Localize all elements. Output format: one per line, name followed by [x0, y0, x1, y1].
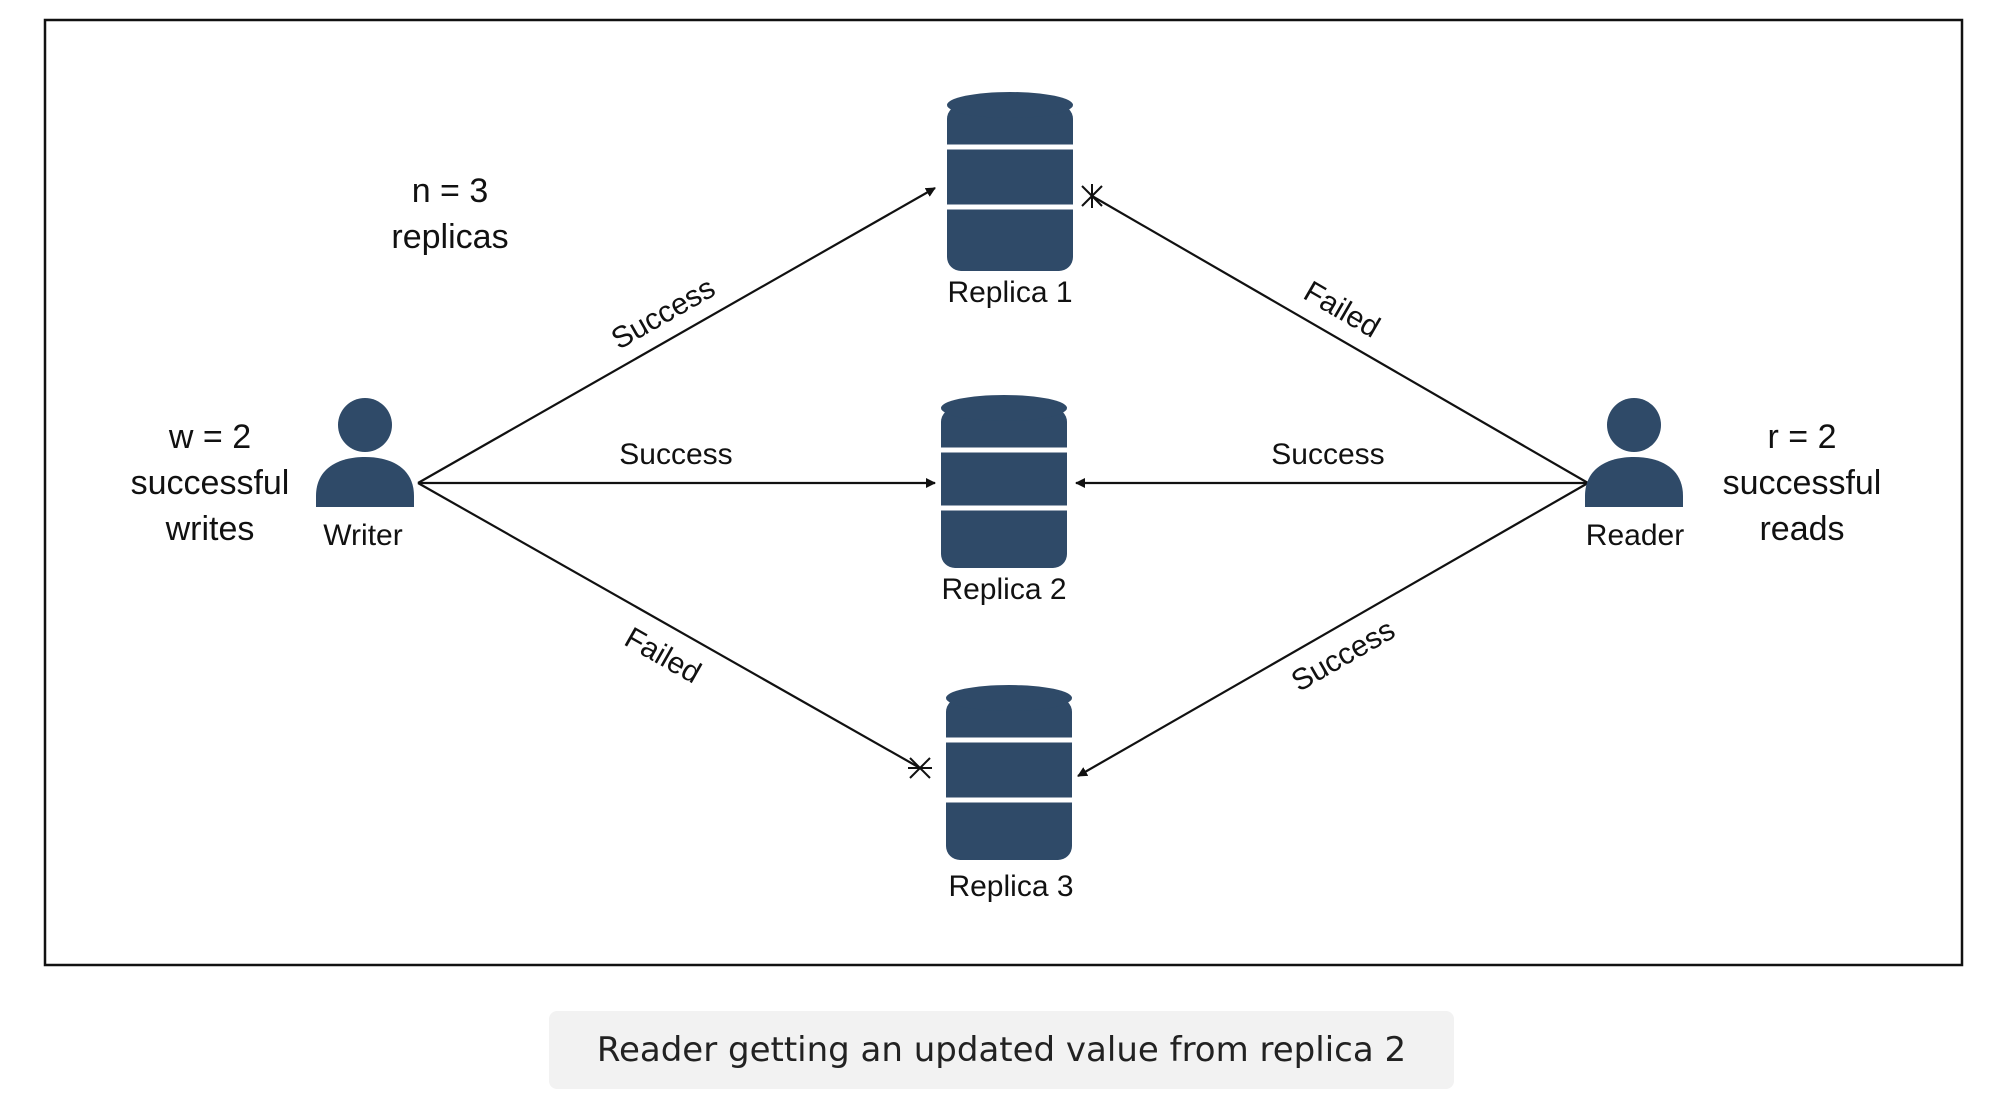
edge-label-reader-replica3: Success [1286, 613, 1401, 698]
w-value: w = 2 [168, 418, 251, 456]
w-caption-2: writes [165, 510, 255, 548]
database-icon [947, 92, 1073, 271]
r-value: r = 2 [1768, 418, 1837, 456]
n-replicas-note: n = 3 replicas [391, 172, 508, 256]
w-writes-note: w = 2 successful writes [131, 418, 290, 548]
r-reads-note: r = 2 successful reads [1723, 418, 1882, 548]
edge-label-reader-replica1: Failed [1298, 275, 1385, 345]
r-caption-1: successful [1723, 464, 1882, 502]
failure-mark-replica3 [908, 757, 932, 779]
reader-label: Reader [1586, 519, 1684, 552]
w-caption-1: successful [131, 464, 290, 502]
database-icon [941, 395, 1067, 568]
edge-writer-replica1 [417, 187, 936, 484]
edge-label-reader-replica2: Success [1271, 438, 1384, 471]
r-caption-2: reads [1759, 510, 1844, 548]
replica-1-label: Replica 1 [947, 276, 1072, 309]
n-value: n = 3 [412, 172, 489, 210]
failure-mark-replica1 [1081, 184, 1103, 208]
edge-label-writer-replica2: Success [619, 438, 732, 471]
caption-text: Reader getting an updated value from rep… [596, 1030, 1407, 1070]
edge-reader-replica3 [1077, 482, 1589, 777]
edge-writer-replica3 [417, 482, 932, 779]
figure-caption: Reader getting an updated value from rep… [549, 1011, 1454, 1089]
replica-3-label: Replica 3 [948, 870, 1073, 903]
quorum-diagram: Success Success Failed Failed Success Su… [43, 18, 1964, 967]
diagram-frame [43, 18, 1964, 967]
edge-reader-replica1 [1081, 184, 1589, 484]
n-caption: replicas [391, 218, 508, 256]
writer-person-icon [316, 398, 414, 507]
reader-person-icon [1585, 398, 1683, 507]
database-icon [946, 685, 1072, 860]
writer-label: Writer [323, 519, 402, 552]
replica-2-label: Replica 2 [941, 573, 1066, 606]
edge-label-writer-replica3: Failed [619, 621, 706, 690]
